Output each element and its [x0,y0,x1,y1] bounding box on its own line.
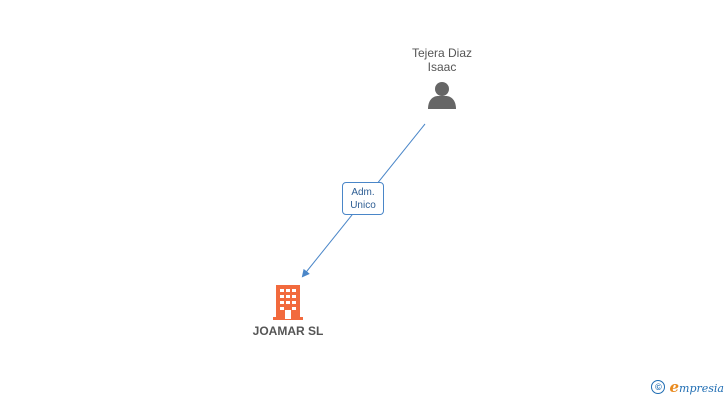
role-label-line2: Unico [350,200,376,211]
empresia-logo-rest: mpresia [679,382,724,395]
empresia-logo: e mpresia [669,378,724,396]
empresia-brand[interactable]: © e mpresia [651,378,724,396]
person-node[interactable]: Tejera Diaz Isaac [392,46,492,110]
copyright-icon: © [651,380,666,394]
role-label-line1: Adm. [351,187,375,198]
person-name-line1: Tejera Diaz [411,46,473,60]
company-node[interactable]: JOAMAR SL [238,284,338,338]
person-name-line2: Isaac [427,60,457,74]
person-icon [428,82,456,109]
building-icon [273,285,303,320]
company-name: JOAMAR SL [252,324,324,338]
role-badge[interactable]: Adm. Unico [342,182,384,215]
empresia-logo-initial: e [669,378,680,396]
